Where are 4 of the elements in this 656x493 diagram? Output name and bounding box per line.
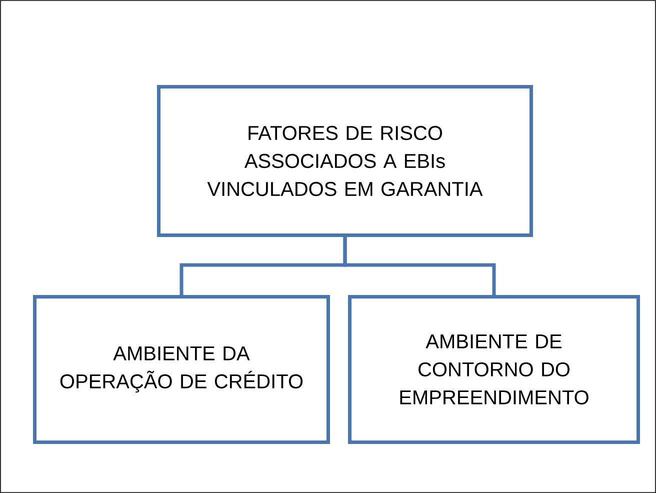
text-box: FATORES DE RISCO ASSOCIADOS A EBIs VINCULADOS EM GARANTIA: [157, 85, 533, 237]
connector-line: [343, 237, 496, 295]
text-box: AMBIENTE DA OPERAÇÃO DE CRÉDITO: [33, 295, 330, 444]
text-box: AMBIENTE DE CONTORNO DO EMPREENDIMENTO: [348, 295, 640, 444]
